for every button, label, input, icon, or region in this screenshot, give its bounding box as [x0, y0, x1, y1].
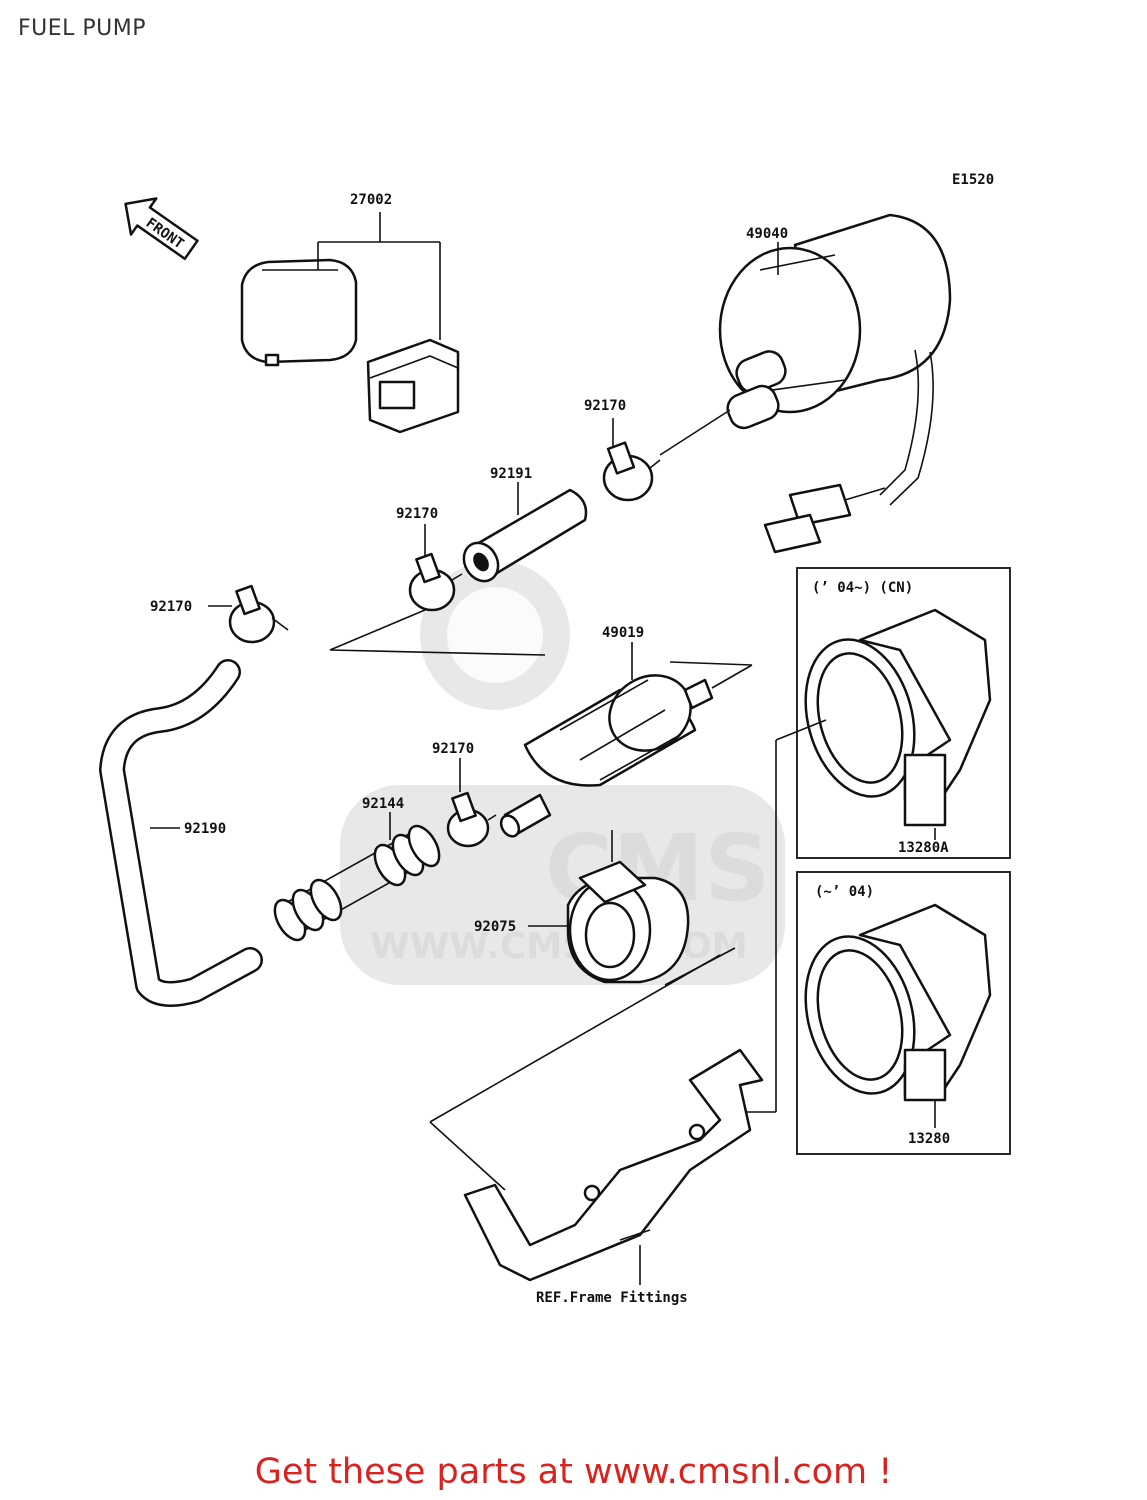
label-92191: 92191: [490, 466, 532, 482]
fuel-pump-49040: [718, 213, 952, 554]
front-arrow-icon: FRONT: [124, 197, 199, 261]
hose-clip-92170-left: [228, 584, 289, 644]
relay-27002: [240, 258, 358, 367]
clamp-92075: [566, 860, 690, 984]
hose-clip-92170-mid: [408, 552, 463, 612]
watermark-url: WWW.CMSNL.COM: [370, 926, 748, 967]
diagram-code: E1520: [952, 172, 994, 188]
spring-92144: [273, 824, 441, 942]
label-13280: 13280: [908, 1131, 950, 1147]
label-92144: 92144: [362, 796, 404, 812]
label-92170-top: 92170: [584, 398, 626, 414]
label-ref-frame: REF.Frame Fittings: [536, 1290, 688, 1306]
label-92170-lower: 92170: [432, 741, 474, 757]
inset-top-caption: (’ 04~) (CN): [812, 580, 913, 596]
hose-92191: [462, 488, 588, 583]
parts-diagram: CMS WWW.CMSNL.COM FRONT E1520 27002 4904…: [99, 172, 1011, 1306]
label-27002: 27002: [350, 192, 392, 208]
label-49019: 49019: [602, 625, 644, 641]
hose-clip-92170-lower: [446, 791, 497, 848]
page-title: FUEL PUMP: [18, 16, 147, 41]
inset-top: (’ 04~) (CN) 13280A: [796, 567, 1011, 859]
hose-92190: [99, 659, 263, 1007]
label-92170-left: 92170: [150, 599, 192, 615]
inset-bottom: (~’ 04) 13280: [796, 871, 1011, 1155]
label-92075: 92075: [474, 919, 516, 935]
label-92190: 92190: [184, 821, 226, 837]
inset-bottom-caption: (~’ 04): [815, 884, 874, 900]
fuel-filter-49019: [499, 674, 714, 838]
hose-clip-92170-top: [602, 441, 661, 502]
label-92170-mid: 92170: [396, 506, 438, 522]
label-49040: 49040: [746, 226, 788, 242]
footer-link[interactable]: Get these parts at www.cmsnl.com !: [254, 1452, 893, 1492]
connector-27002: [366, 338, 460, 434]
label-13280A: 13280A: [898, 840, 949, 856]
frame-bracket: [463, 1048, 764, 1282]
